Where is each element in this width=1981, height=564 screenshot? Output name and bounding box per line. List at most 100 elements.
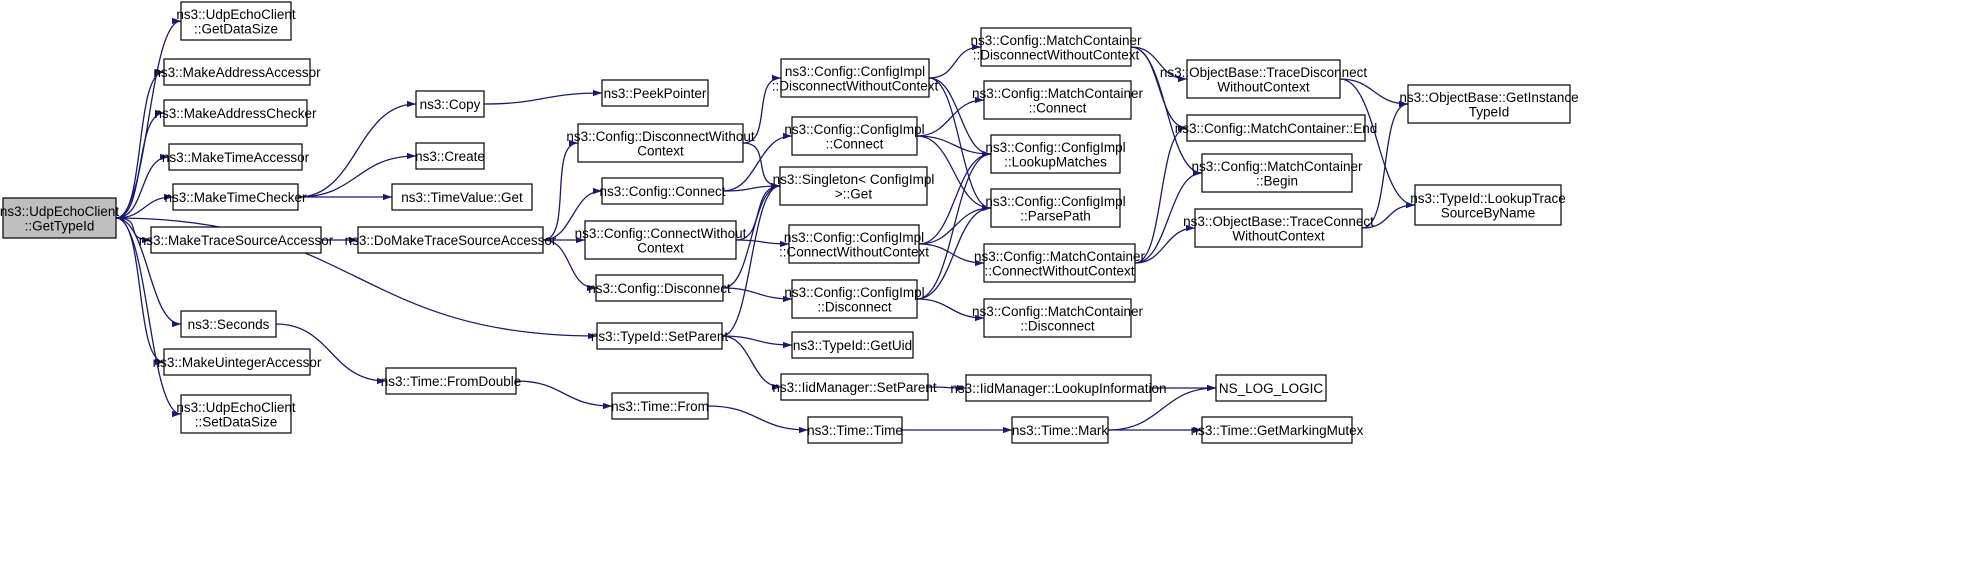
edge-path: [918, 204, 992, 245]
edge-path: [275, 323, 387, 385]
edge-path: [115, 153, 170, 219]
node-cfgdisctx[interactable]: ns3::Config::DisconnectWithoutContext: [566, 123, 755, 163]
node-box: [980, 27, 1132, 67]
node-seconds[interactable]: ns3::Seconds: [180, 310, 277, 338]
node-mcConnCtx[interactable]: ns3::Config::MatchContainer::ConnectWith…: [974, 243, 1146, 283]
node-obTraceDis[interactable]: ns3::ObjectBase::TraceDisconnectWithoutC…: [1160, 59, 1368, 99]
node-label-line: ns3::TimeValue::Get: [401, 190, 523, 205]
edge-timefrom-to-timetime: [707, 405, 809, 434]
edge-cfgconnctx-to-implConnCtx: [735, 239, 790, 248]
node-iidlookup[interactable]: ns3::IidManager::LookupInformation: [950, 374, 1167, 402]
node-mcEnd[interactable]: ns3::Config::MatchContainer::End: [1175, 114, 1378, 142]
node-label-line: ns3::DoMakeTraceSourceAccessor: [345, 233, 557, 248]
node-box: [577, 123, 744, 163]
node-implDisconnect[interactable]: ns3::Config::ConfigImpl::Disconnect: [784, 279, 925, 319]
node-mktrace[interactable]: ns3::MakeTraceSourceAccessor: [139, 226, 334, 254]
node-parsepath[interactable]: ns3::Config::ConfigImpl::ParsePath: [985, 188, 1126, 228]
node-box: [983, 243, 1136, 283]
node-setdatasize[interactable]: ns3::UdpEchoClient::SetDataSize: [176, 394, 296, 434]
node-label-line: ns3::ObjectBase::TraceDisconnect: [1160, 65, 1368, 80]
node-box: [172, 183, 299, 211]
edge-path: [1361, 201, 1416, 229]
node-cfgconnctx[interactable]: ns3::Config::ConnectWithoutContext: [575, 220, 747, 260]
node-mcDisconnect[interactable]: ns3::Config::MatchContainer::Disconnect: [972, 298, 1144, 338]
node-obTraceConn[interactable]: ns3::ObjectBase::TraceConnectWithoutCont…: [1183, 208, 1374, 248]
edge-path: [515, 380, 613, 410]
node-mcBegin[interactable]: ns3::Config::MatchContainer::Begin: [1191, 153, 1363, 193]
node-label-line: ns3::Config::ConfigImpl: [985, 140, 1125, 155]
node-domktrace[interactable]: ns3::DoMakeTraceSourceAccessor: [345, 226, 557, 254]
node-mcDisCtx[interactable]: ns3::Config::MatchContainer::DisconnectW…: [970, 27, 1142, 67]
edge-path: [721, 335, 793, 349]
node-cfgconnect[interactable]: ns3::Config::Connect: [599, 177, 726, 205]
node-label-line: ns3::ObjectBase::TraceConnect: [1183, 214, 1374, 229]
edge-path: [115, 217, 182, 418]
node-create[interactable]: ns3::Create: [415, 142, 485, 170]
node-fromdouble[interactable]: ns3::Time::FromDouble: [381, 367, 522, 395]
node-box: [990, 134, 1121, 174]
node-mkuint[interactable]: ns3::MakeUintegerAccessor: [153, 348, 322, 376]
node-mktimeacc[interactable]: ns3::MakeTimeAccessor: [162, 143, 310, 171]
node-label-line: ::GetTypeId: [25, 218, 95, 233]
node-tvget[interactable]: ns3::TimeValue::Get: [391, 183, 533, 211]
edge-seconds-to-fromdouble: [275, 323, 387, 385]
node-timefrom[interactable]: ns3::Time::From: [611, 392, 709, 420]
node-root[interactable]: ns3::UdpEchoClient::GetTypeId: [0, 197, 119, 239]
edge-tidsetparent-to-iidsetparent: [721, 335, 782, 391]
edge-path: [928, 77, 992, 158]
node-box: [1414, 184, 1562, 226]
node-implDisCtx[interactable]: ns3::Config::ConfigImpl::DisconnectWitho…: [772, 58, 939, 98]
edge-mcConnCtx-to-mcBegin: [1134, 169, 1203, 264]
node-singleton[interactable]: ns3::Singleton< ConfigImpl >::Get: [773, 166, 935, 206]
node-mkaddrchk[interactable]: ns3::MakeAddressChecker: [154, 99, 317, 127]
edge-domktrace-to-cfgdisctx: [542, 139, 579, 241]
node-iidsetparent[interactable]: ns3::IidManager::SetParent: [772, 373, 937, 401]
node-label-line: ns3::TypeId::LookupTrace: [1410, 191, 1566, 206]
edge-path: [1130, 46, 1203, 177]
node-mkaddracc[interactable]: ns3::MakeAddressAccessor: [153, 58, 321, 86]
edge-path: [928, 77, 992, 212]
node-copy[interactable]: ns3::Copy: [415, 90, 485, 118]
node-label-line: ns3::Config::MatchContainer: [974, 249, 1146, 264]
node-implConnCtx[interactable]: ns3::Config::ConfigImpl::ConnectWithoutC…: [779, 224, 929, 264]
node-timetime[interactable]: ns3::Time::Time: [807, 416, 903, 444]
edge-path: [916, 204, 992, 300]
node-label-line: ns3::Singleton< ConfigImpl: [773, 172, 935, 187]
node-lookupmatches[interactable]: ns3::Config::ConfigImpl::LookupMatches: [985, 134, 1126, 174]
edge-obTraceDis-to-getinst: [1339, 78, 1409, 108]
edge-iidsetparent-to-iidlookup: [927, 384, 967, 392]
node-label-line: ns3::Config::ConfigImpl: [985, 194, 1125, 209]
edge-implDisconnect-to-lookupmatches: [916, 150, 992, 300]
node-getdatasize[interactable]: ns3::UdpEchoClient::GetDataSize: [176, 1, 296, 41]
node-box: [780, 58, 930, 98]
edge-implDisconnect-to-mcDisconnect: [916, 298, 985, 322]
node-label-line: ns3::Config::MatchContainer: [1191, 159, 1363, 174]
edge-cfgdisconnect-to-singleton: [722, 182, 781, 289]
node-mcConnect[interactable]: ns3::Config::MatchContainer::Connect: [972, 80, 1144, 120]
node-cfgdisconnect[interactable]: ns3::Config::Disconnect: [588, 274, 731, 302]
node-box: [990, 188, 1121, 228]
node-timemark[interactable]: ns3::Time::Mark: [1011, 416, 1109, 444]
node-getuid[interactable]: ns3::TypeId::GetUid: [791, 331, 914, 359]
node-peek[interactable]: ns3::PeekPointer: [601, 79, 709, 107]
edge-obTraceConn-to-getinst: [1361, 100, 1409, 229]
node-box: [2, 197, 117, 239]
node-getmutex[interactable]: ns3::Time::GetMarkingMutex: [1191, 416, 1364, 444]
edge-path: [1130, 46, 1188, 83]
node-nslog[interactable]: NS_LOG_LOGIC: [1215, 374, 1327, 402]
node-box: [1186, 59, 1341, 99]
edge-path: [916, 96, 985, 137]
node-implConnect[interactable]: ns3::Config::ConfigImpl::Connect: [784, 116, 925, 156]
node-box: [807, 416, 903, 444]
edge-path: [916, 135, 992, 158]
node-mktimechk[interactable]: ns3::MakeTimeChecker: [164, 183, 307, 211]
node-tidsetparent[interactable]: ns3::TypeId::SetParent: [591, 322, 729, 350]
edge-domktrace-to-cfgconnect: [542, 187, 603, 241]
edge-mcConnCtx-to-obTraceConn: [1134, 224, 1196, 264]
node-box: [611, 392, 709, 420]
node-box: [357, 226, 544, 254]
node-box: [601, 177, 724, 205]
node-label-line: ::SetDataSize: [195, 414, 278, 429]
